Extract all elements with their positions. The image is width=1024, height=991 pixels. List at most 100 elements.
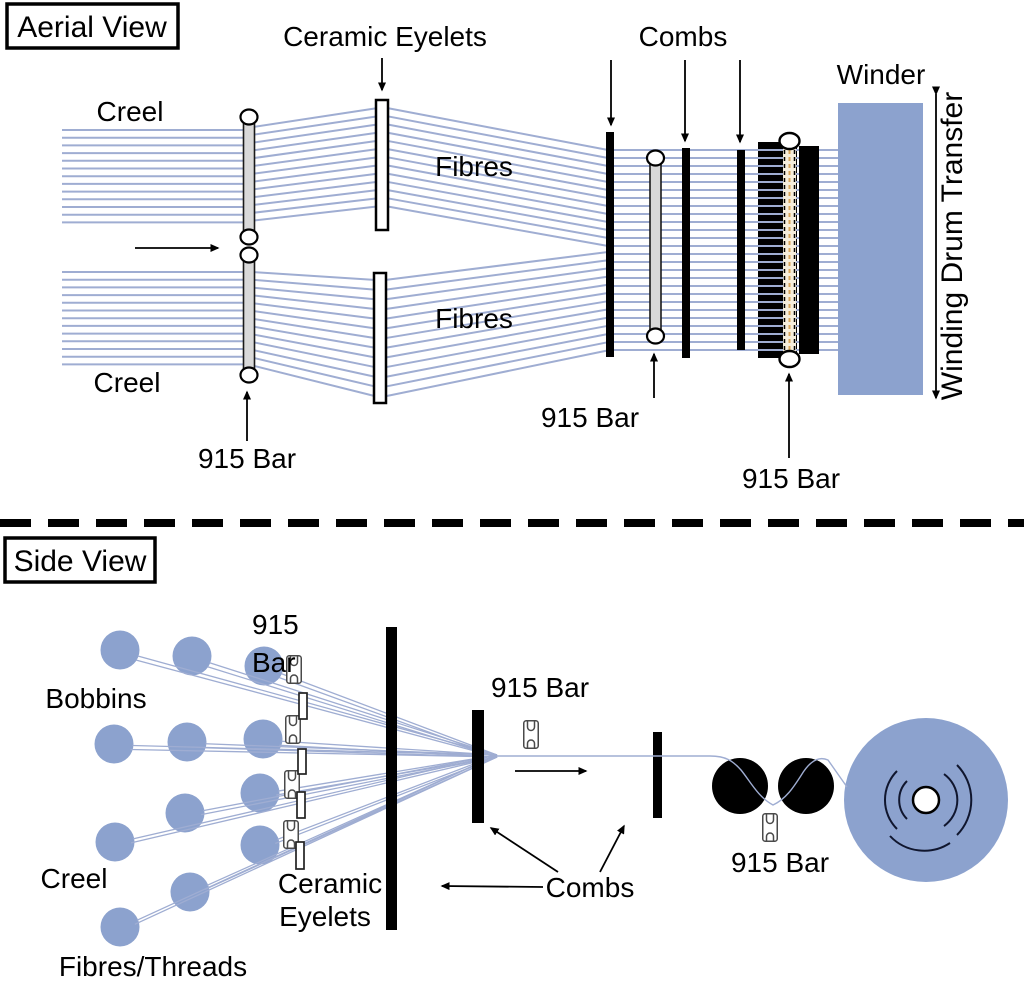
thread-line xyxy=(204,756,498,891)
fibre-line xyxy=(252,139,379,160)
side-comb-right xyxy=(653,732,662,818)
915-bar-creel-label-line2: Bar xyxy=(252,647,296,678)
fibre-line xyxy=(386,180,609,223)
fibre-line xyxy=(252,107,379,128)
ceramic-eyelet-icon-4 xyxy=(295,841,305,870)
ceramic-eyelet-bottom xyxy=(372,271,388,405)
fibre-line xyxy=(384,292,609,330)
fibre-line xyxy=(252,317,377,340)
fibre-line xyxy=(252,172,379,191)
fibre-line xyxy=(386,115,609,159)
fibre-line xyxy=(386,148,609,191)
thread-line xyxy=(203,747,498,758)
comb-2 xyxy=(682,148,690,358)
creel-bottom-label: Creel xyxy=(94,367,161,398)
915-bar-right-label: 915 Bar xyxy=(742,463,840,494)
fibres-threads-label: Fibres/Threads xyxy=(59,951,247,982)
combs-label: Combs xyxy=(639,21,728,52)
comb-3 xyxy=(737,150,745,350)
thread-lines-side xyxy=(130,655,498,925)
fibre-line xyxy=(386,156,609,199)
fibre-line xyxy=(386,189,609,231)
fibre-line xyxy=(252,325,377,349)
winding-drum xyxy=(844,718,1008,882)
915-bar-guide-icon-mid xyxy=(523,720,539,749)
fibre-line xyxy=(386,164,609,207)
side-comb-mid xyxy=(472,710,484,823)
fibre-line xyxy=(252,180,379,199)
fibre-line xyxy=(252,156,379,175)
ceramic-eyelet-icon-1 xyxy=(298,692,308,720)
ceramic-eyelet-icon-3 xyxy=(296,791,306,819)
combs-side-label: Combs xyxy=(546,872,635,903)
comb-4 xyxy=(799,146,819,354)
thread-line xyxy=(130,756,498,844)
roller-right xyxy=(778,758,834,814)
winder-block xyxy=(838,103,923,395)
fibre-line xyxy=(384,316,609,359)
thread-line xyxy=(135,659,498,758)
combs-side-arrow-right xyxy=(599,824,625,873)
915-bar-guide-icon-2 xyxy=(285,715,301,744)
creel-top-label: Creel xyxy=(97,96,164,127)
roller-left xyxy=(712,758,768,814)
fibre-line xyxy=(252,286,377,301)
fibre-line xyxy=(386,123,609,167)
fibre-line xyxy=(252,333,377,359)
fibre-line xyxy=(252,349,377,378)
fibre-line xyxy=(386,205,609,247)
915-bar-left-bottom xyxy=(239,246,259,384)
fibre-line xyxy=(384,283,609,320)
fibre-line xyxy=(384,308,609,349)
915-bar-mid-label: 915 Bar xyxy=(541,402,639,433)
ceramic-eyelets-label: Ceramic Eyelets xyxy=(283,21,487,52)
bobbins-label: Bobbins xyxy=(45,683,146,714)
aerial-title-text: Aerial View xyxy=(17,11,167,44)
thread-line xyxy=(206,754,498,887)
ceramic-side-label-line1: Ceramic xyxy=(278,868,382,899)
fibre-line xyxy=(252,123,379,144)
winding-drum-transfer-label: Winding Drum Transfer xyxy=(936,92,969,400)
thread-line xyxy=(130,748,498,758)
drum-axle xyxy=(911,785,941,815)
915-bar-mid-side-label: 915 Bar xyxy=(491,672,589,703)
fibre-line xyxy=(384,275,609,311)
side-title-text: Side View xyxy=(14,545,147,578)
winder-label: Winder xyxy=(837,59,926,90)
thread-line xyxy=(201,756,498,816)
fibre-line xyxy=(252,356,377,388)
combs-side-arrow-long xyxy=(440,882,544,891)
fibre-line xyxy=(252,205,379,222)
915-bar-middle xyxy=(645,149,666,345)
fibre-line xyxy=(252,189,379,206)
fibre-line xyxy=(252,148,379,167)
fibre-line xyxy=(252,115,379,136)
fibre-line xyxy=(386,139,609,183)
915-bar-rollers-label: 915 Bar xyxy=(731,847,829,878)
915-bar-guide-icon-rollers xyxy=(762,813,778,842)
fibre-line xyxy=(384,267,609,301)
ceramic-side-label-line2: Eyelets xyxy=(279,901,371,932)
fibre-line xyxy=(384,333,609,378)
fibre-line xyxy=(386,131,609,175)
fibre-line xyxy=(384,251,609,281)
side-title-box: Side View xyxy=(3,536,157,584)
915-bar-left-label: 915 Bar xyxy=(198,443,296,474)
fibre-line xyxy=(252,302,377,320)
aerial-title-box: Aerial View xyxy=(5,2,180,50)
combs-side-arrow-left xyxy=(489,827,559,873)
fibres-bottom-label: Fibres xyxy=(435,303,513,334)
comb-1 xyxy=(606,132,614,357)
fibre-line xyxy=(252,278,377,291)
fibre-line xyxy=(252,294,377,311)
915-bar-creel-label-line1: 915 xyxy=(252,609,299,640)
fibre-line xyxy=(386,172,609,215)
fibre-line xyxy=(252,364,377,398)
fibres-top-label: Fibres xyxy=(435,151,513,182)
fibre-line xyxy=(252,271,377,281)
fibre-line xyxy=(252,164,379,183)
fibre-line xyxy=(384,324,609,369)
fibre-line xyxy=(384,341,609,388)
